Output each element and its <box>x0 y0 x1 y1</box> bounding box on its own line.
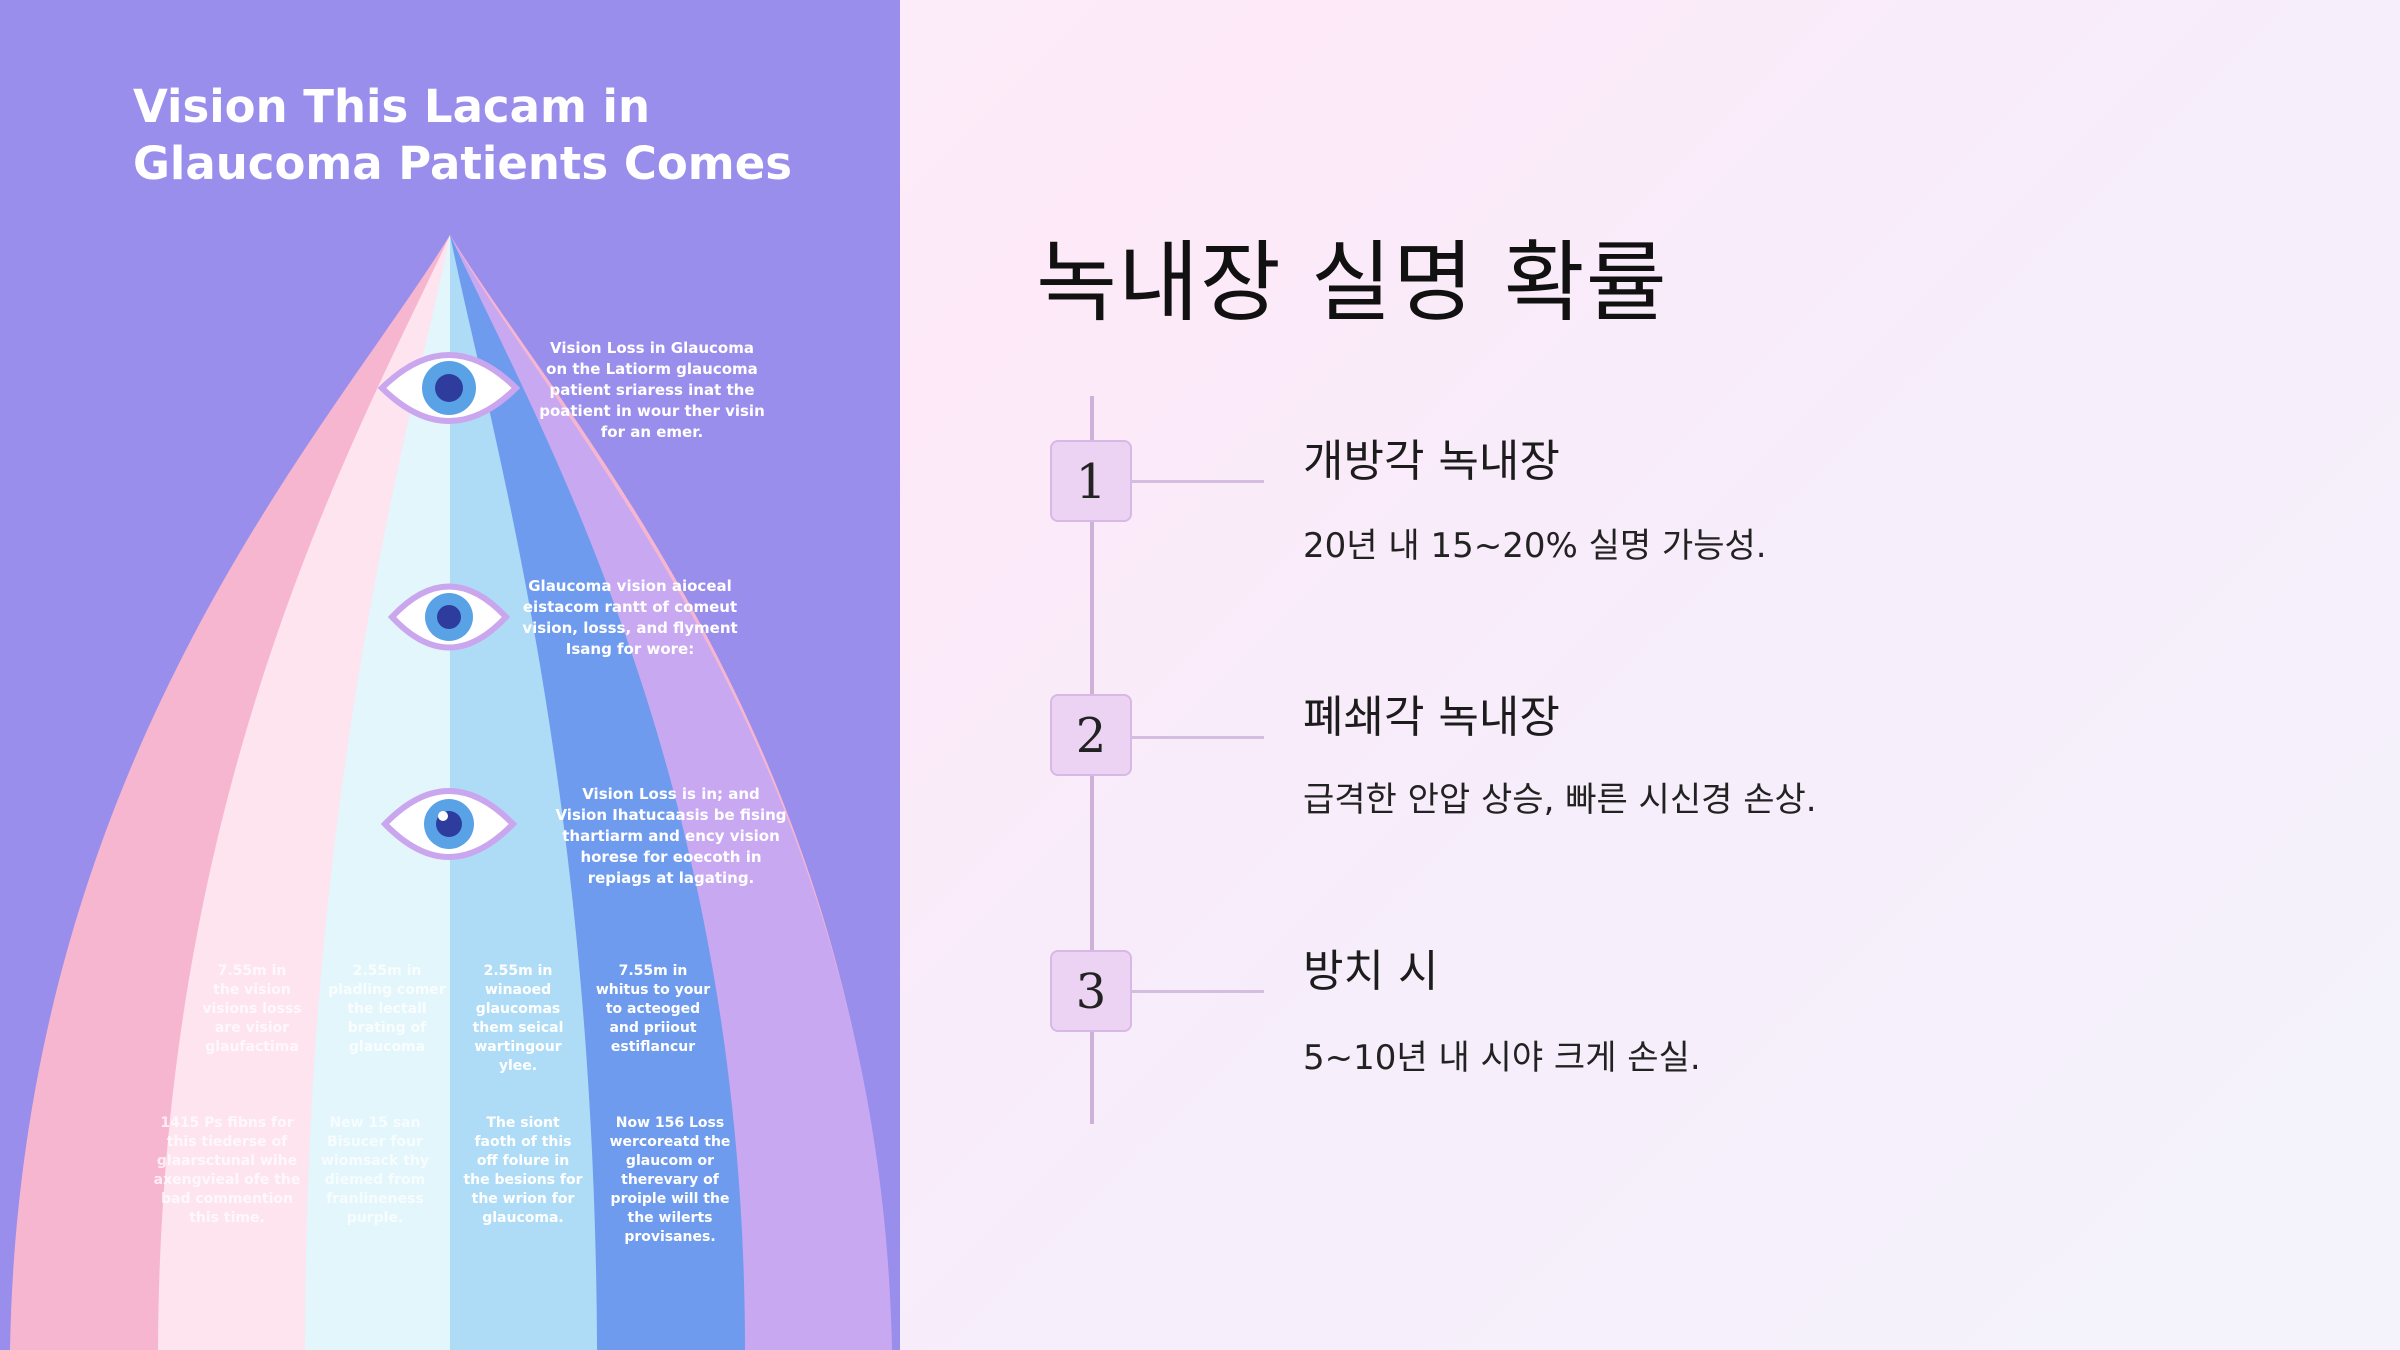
column-text-bottom-1: 1415 Ps fibns for this tiederse of glaar… <box>142 1114 312 1228</box>
slide-title: 녹내장 실명 확률 <box>1036 231 1668 334</box>
column-line: this tiederse of <box>166 1134 288 1150</box>
caption-line: poatient in wour ther visin <box>539 402 765 420</box>
column-line: the wilerts <box>627 1210 713 1226</box>
step-connector-3 <box>1132 990 1264 993</box>
column-line: the besions for <box>463 1172 583 1188</box>
column-line: glaucomas <box>475 1001 561 1017</box>
caption-line: for an emer. <box>600 423 704 441</box>
column-line: purple. <box>346 1210 404 1226</box>
column-line: provisanes. <box>624 1229 716 1245</box>
column-line: 1415 Ps fibns for <box>160 1115 294 1131</box>
step-description-1: 20년 내 15~20% 실명 가능성. <box>1303 526 1767 566</box>
column-line: them seical <box>472 1020 564 1036</box>
column-line: faoth of this <box>474 1134 572 1150</box>
funnel-band-light-blue <box>450 235 597 1350</box>
column-text-top-3: 2.55m in winaoed glaucomas them seical w… <box>443 962 593 1076</box>
infographic-title: Vision This Lacam in Glaucoma Patients C… <box>133 78 853 192</box>
column-line: wercoreatd the <box>609 1134 731 1150</box>
step-description-2: 급격한 안압 상승, 빠른 시신경 손상. <box>1303 780 1817 820</box>
step-description-3: 5~10년 내 시야 크게 손실. <box>1303 1038 1701 1078</box>
caption-line: Vision Loss is in; and <box>582 785 760 803</box>
column-line: to acteoged <box>605 1001 701 1017</box>
column-line: are visior <box>214 1020 290 1036</box>
caption-line: Glaucoma vision aioceal <box>528 577 732 595</box>
column-line: diemed from <box>324 1172 426 1188</box>
column-line: estiflancur <box>610 1039 696 1055</box>
step-title-2: 폐쇄각 녹내장 <box>1303 692 1560 743</box>
column-line: visions losss <box>202 1001 302 1017</box>
column-line: the lectall <box>347 1001 427 1017</box>
funnel-band-pale-cyan <box>305 235 450 1350</box>
column-line: Now 156 Loss <box>615 1115 725 1131</box>
column-text-bottom-4: Now 156 Loss wercoreatd the glaucom or t… <box>595 1114 745 1247</box>
caption-line: Isang for wore: <box>565 640 695 658</box>
eye-icon <box>387 583 511 651</box>
step-connector-1 <box>1132 480 1264 483</box>
infographic-title-line-2: Glaucoma Patients Comes <box>133 137 793 190</box>
column-line: franlineness <box>326 1191 424 1207</box>
column-line: Bisucer four <box>327 1134 423 1150</box>
column-line: bad commention <box>161 1191 293 1207</box>
column-line: glaucoma. <box>482 1210 564 1226</box>
column-line: wartingour <box>474 1039 562 1055</box>
step-number-badge-2: 2 <box>1050 694 1132 776</box>
column-line: this time. <box>189 1210 265 1226</box>
column-line: the wrion for <box>471 1191 575 1207</box>
infographic-title-line-1: Vision This Lacam in <box>133 80 650 133</box>
column-line: pladling comer <box>328 982 446 998</box>
caption-line: vision, losss, and flyment <box>522 619 738 637</box>
eye-caption-1: Vision Loss in Glaucoma on the Latiorm g… <box>532 338 772 443</box>
caption-line: Vision Loss in Glaucoma <box>550 339 754 357</box>
column-line: glaucoma <box>348 1039 426 1055</box>
eye-caption-2: Glaucoma vision aioceal eistacom rantt o… <box>510 576 750 660</box>
step-connector-2 <box>1132 736 1264 739</box>
caption-line: thartiarm and ency vision <box>562 827 780 845</box>
caption-line: Vision Ihatucaasis be fising <box>555 806 787 824</box>
column-line: whitus to your <box>595 982 711 998</box>
column-line: and priiout <box>609 1020 697 1036</box>
caption-line: on the Latiorm glaucoma <box>546 360 758 378</box>
step-title-3: 방치 시 <box>1303 946 1439 997</box>
eye-icon <box>380 788 518 860</box>
column-line: New 15 san <box>329 1115 421 1131</box>
column-line: axengvieal ofe the <box>153 1172 301 1188</box>
eye-caption-3: Vision Loss is in; and Vision Ihatucaasi… <box>546 784 796 889</box>
column-line: the vision <box>213 982 291 998</box>
column-line: winaoed <box>484 982 552 998</box>
column-text-top-4: 7.55m in whitus to your to acteoged and … <box>578 962 728 1057</box>
column-line: ylee. <box>498 1058 538 1074</box>
caption-line: horese for eoecoth in <box>580 848 762 866</box>
column-line: 2.55m in <box>483 963 553 979</box>
column-line: 2.55m in <box>352 963 422 979</box>
column-line: 7.55m in <box>217 963 287 979</box>
column-text-top-1: 7.55m in the vision visions losss are vi… <box>177 962 327 1057</box>
column-line: 7.55m in <box>618 963 688 979</box>
caption-line: repiags at lagating. <box>587 869 755 887</box>
column-text-top-2: 2.55m in pladling comer the lectall brat… <box>312 962 462 1057</box>
column-line: brating of <box>347 1020 427 1036</box>
step-number-badge-1: 1 <box>1050 440 1132 522</box>
column-line: off folure in <box>476 1153 570 1169</box>
caption-line: patient sriaress inat the <box>549 381 755 399</box>
column-line: wiomsack thy <box>321 1153 429 1169</box>
vision-funnel-graphic <box>10 235 892 1350</box>
step-number-badge-3: 3 <box>1050 950 1132 1032</box>
column-text-bottom-3: The siont faoth of this off folure in th… <box>448 1114 598 1228</box>
slide-content: 녹내장 실명 확률 1 개방각 녹내장 20년 내 15~20% 실명 가능성.… <box>900 0 2400 1350</box>
column-line: glaufactima <box>205 1039 299 1055</box>
column-line: The siont <box>486 1115 560 1131</box>
column-text-bottom-2: New 15 san Bisucer four wiomsack thy die… <box>300 1114 450 1228</box>
column-line: glaucom or <box>625 1153 715 1169</box>
column-line: proiple will the <box>610 1191 730 1207</box>
eye-icon <box>377 352 521 424</box>
column-line: glaarsctunal wihe <box>156 1153 298 1169</box>
step-title-1: 개방각 녹내장 <box>1303 436 1560 487</box>
infographic-panel: Vision This Lacam in Glaucoma Patients C… <box>0 0 900 1350</box>
caption-line: eistacom rantt of comeut <box>522 598 738 616</box>
column-line: therevary of <box>621 1172 719 1188</box>
